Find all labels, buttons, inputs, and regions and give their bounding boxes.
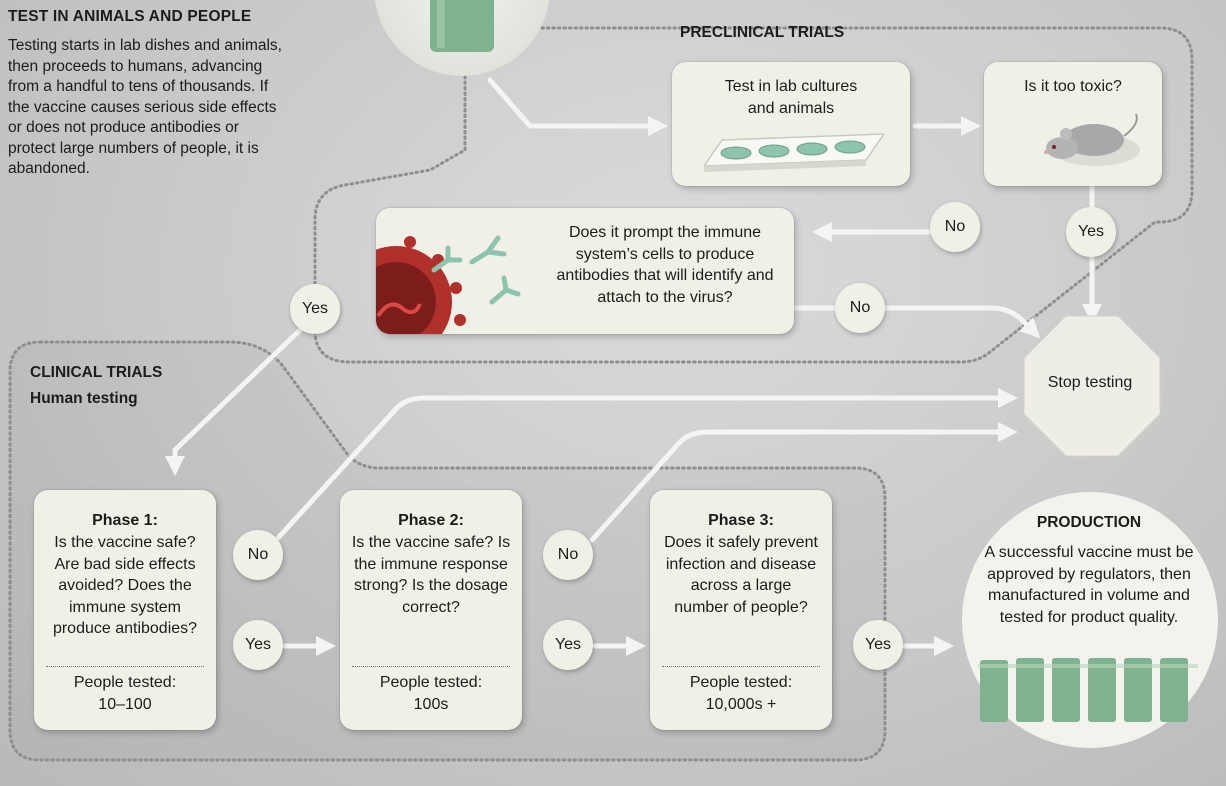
clinical-subtitle: Human testing xyxy=(30,390,138,407)
arrow-vial-to-lab xyxy=(487,77,668,136)
immune-no-badge: No xyxy=(835,283,885,333)
intro-description: Testing starts in lab dishes and animals… xyxy=(8,37,282,177)
virus-antibody-icon xyxy=(376,235,521,334)
arrow-phase2-no-to-stop xyxy=(589,422,1018,543)
phase-3-people-label: People tested: xyxy=(689,674,793,691)
toxic-no-badge: No xyxy=(930,202,980,252)
phase-2-yes-badge: Yes xyxy=(543,620,593,670)
phase-1-yes-badge: Yes xyxy=(233,620,283,670)
intro-title: TEST IN ANIMALS AND PEOPLE xyxy=(8,8,252,25)
phase-1-question: Is the vaccine safe? Are bad side effect… xyxy=(52,534,198,637)
toxic-yes-badge: Yes xyxy=(1066,207,1116,257)
production-circle xyxy=(962,492,1218,748)
phase-3-divider xyxy=(662,666,820,667)
phase-2-title: Phase 2: xyxy=(398,512,464,529)
production-description: A successful vaccine must be approved by… xyxy=(984,544,1194,626)
preclinical-title: PRECLINICAL TRIALS xyxy=(680,24,845,41)
mouse-icon xyxy=(1044,113,1140,166)
phase-2-no-badge: No xyxy=(543,530,593,580)
phase-2-question: Is the vaccine safe? Is the immune respo… xyxy=(351,534,511,616)
phase-3-question: Does it safely prevent infection and dis… xyxy=(664,534,818,616)
clinical-region-outline xyxy=(8,340,887,762)
immune-yes-badge: Yes xyxy=(290,284,340,334)
stop-octagon xyxy=(1023,315,1161,457)
phase-1-divider xyxy=(46,666,204,667)
arrow-immune-yes-to-phase1 xyxy=(165,327,303,476)
production-title: PRODUCTION xyxy=(1036,514,1142,531)
immune-response-text: Does it prompt the immune system’s cells… xyxy=(556,224,774,306)
phase-1-people-count: 10–100 xyxy=(98,696,152,713)
phase-2-divider xyxy=(352,666,510,667)
toxic-box: Is it too toxic? xyxy=(984,62,1162,186)
arrow-phase1-no-to-stop xyxy=(275,388,1018,541)
phase-3-yes-badge: Yes xyxy=(853,620,903,670)
vial-circle-top xyxy=(374,0,550,76)
toxic-text: Is it too toxic? xyxy=(1024,78,1122,95)
stop-testing-label: Stop testing xyxy=(1047,374,1133,391)
lab-dish-icon xyxy=(704,133,884,172)
lab-cultures-box: Test in lab cultures and animals xyxy=(672,62,910,186)
lab-cultures-text: Test in lab cultures and animals xyxy=(724,78,858,117)
phase-2-people-count: 100s xyxy=(413,696,449,713)
immune-response-box: Does it prompt the immune system’s cells… xyxy=(376,208,794,334)
phase-2-people-label: People tested: xyxy=(379,674,483,691)
clinical-title: CLINICAL TRIALS xyxy=(30,364,163,381)
phase-1-box: Phase 1: Is the vaccine safe? Are bad si… xyxy=(34,490,216,730)
phase-3-people-count: 10,000s + xyxy=(705,696,777,713)
phase-1-title: Phase 1: xyxy=(92,512,158,529)
phase-3-box: Phase 3: Does it safely prevent infectio… xyxy=(650,490,832,730)
arrow-immune-no-to-stop xyxy=(792,305,1041,339)
phase-3-title: Phase 3: xyxy=(708,512,774,529)
phase-1-no-badge: No xyxy=(233,530,283,580)
phase-2-box: Phase 2: Is the vaccine safe? Is the imm… xyxy=(340,490,522,730)
phase-1-people-label: People tested: xyxy=(73,674,177,691)
